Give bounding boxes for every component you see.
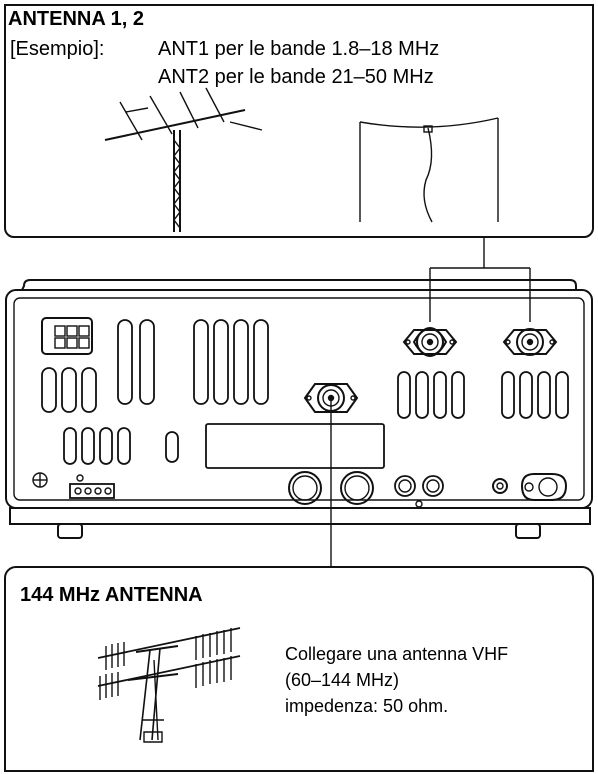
vhf-line-1: Collegare una antenna VHF bbox=[285, 644, 509, 664]
key-jack-icon bbox=[492, 478, 508, 494]
antenna-1-2-callout bbox=[4, 4, 594, 238]
yagi-antenna-icon bbox=[104, 87, 263, 232]
transceiver-rear-panel bbox=[5, 279, 593, 539]
ant12-connection-lines bbox=[429, 238, 531, 322]
ant1-line: ANT1 per le bande 1.8–18 MHz bbox=[158, 38, 440, 60]
example-label: [Esempio]: bbox=[10, 38, 105, 60]
vhf-line-3: impedenza: 50 ohm. bbox=[285, 696, 449, 716]
callout-title-144: 144 MHz ANTENNA bbox=[20, 584, 203, 606]
vent-slots bbox=[41, 319, 569, 465]
vhf-yagi-antenna-icon bbox=[97, 627, 241, 743]
ant2-line: ANT2 per le bande 21–50 MHz bbox=[158, 66, 434, 88]
terminal-strip-icon bbox=[69, 474, 115, 499]
acc-socket-1-icon bbox=[288, 471, 322, 505]
remote-socket-icon bbox=[520, 473, 568, 501]
label-window bbox=[205, 423, 385, 469]
144mhz-connector-icon bbox=[303, 383, 359, 413]
ant1-connector-icon bbox=[402, 327, 458, 357]
acc-socket-2-icon bbox=[340, 471, 374, 505]
dc-power-socket-icon bbox=[41, 317, 93, 355]
ant2-connector-icon bbox=[502, 328, 558, 356]
wire-antenna-icon bbox=[359, 117, 499, 223]
callout-title-ant12: ANTENNA 1, 2 bbox=[8, 8, 144, 30]
ground-terminal-icon bbox=[32, 472, 48, 488]
vhf-line-2: (60–144 MHz) bbox=[285, 670, 400, 690]
144mhz-antenna-callout bbox=[4, 566, 594, 772]
jack-sockets-icon bbox=[394, 475, 444, 508]
